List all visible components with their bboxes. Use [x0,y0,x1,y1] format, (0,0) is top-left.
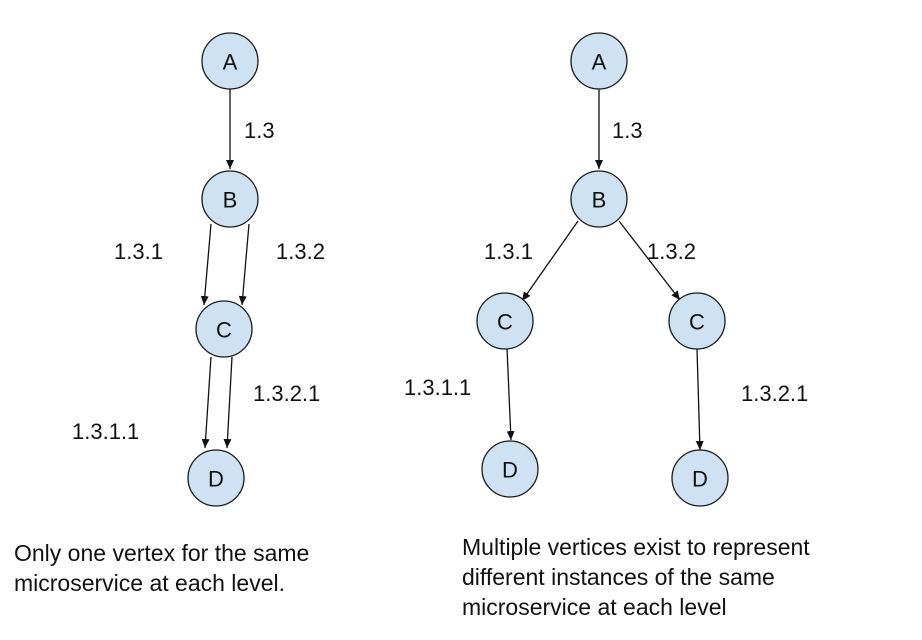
right-edge-label-1-3-2-1: 1.3.2.1 [741,381,808,406]
left-edge-b-c-2 [238,223,250,306]
right-edge-label-1-3: 1.3 [612,118,643,143]
svg-text:C: C [216,318,232,343]
left-edge-label-1-3: 1.3 [244,118,275,143]
svg-text:D: D [692,467,708,492]
svg-text:C: C [497,310,513,335]
left-diagram: 1.3 1.3.1 1.3.2 1.3.1.1 1.3.2.1 A B C D [72,32,325,507]
right-node-a: A [570,32,628,90]
left-edge-c-d-2 [223,356,233,449]
left-node-d: D [187,449,245,507]
right-node-d2: D [671,449,729,507]
right-edge-b-c2 [618,220,681,301]
left-edge-b-c-1 [200,223,212,306]
right-caption-line-1: Multiple vertices exist to represent [462,534,810,560]
right-caption-line-2: different instances of the same [462,564,775,590]
svg-text:B: B [223,188,238,213]
svg-text:D: D [208,467,224,492]
left-node-a: A [201,32,259,90]
right-caption-line-3: microservice at each level [462,594,727,620]
right-edge-label-1-3-1-1: 1.3.1.1 [404,375,471,400]
right-node-d1: D [481,440,539,498]
left-caption-line-2: microservice at each level. [14,570,285,596]
left-edge-label-1-3-2: 1.3.2 [276,239,325,264]
right-edge-c2-d2 [695,348,704,451]
left-edge-label-1-3-2-1: 1.3.2.1 [253,381,320,406]
left-edge-label-1-3-1: 1.3.1 [114,239,163,264]
left-caption: Only one vertex for the same microservic… [14,538,309,598]
right-edge-c1-d1 [506,347,515,441]
svg-text:C: C [689,310,705,335]
svg-text:D: D [502,458,518,483]
right-edge-label-1-3-2: 1.3.2 [647,239,696,264]
svg-text:A: A [592,50,607,75]
svg-text:A: A [223,50,238,75]
right-caption: Multiple vertices exist to represent dif… [462,532,810,622]
right-node-c2: C [668,292,726,350]
right-node-c1: C [476,292,534,350]
left-edge-label-1-3-1-1: 1.3.1.1 [72,419,139,444]
right-edge-b-c1 [521,220,579,302]
left-caption-line-1: Only one vertex for the same [14,540,310,566]
left-node-c: C [195,300,253,358]
left-edge-c-d-1 [201,356,212,449]
right-diagram: 1.3 1.3.1 1.3.2 1.3.1.1 1.3.2.1 A B C C … [404,32,808,507]
right-edge-label-1-3-1: 1.3.1 [484,239,533,264]
left-node-b: B [201,170,259,228]
svg-text:B: B [592,188,607,213]
right-node-b: B [570,170,628,228]
